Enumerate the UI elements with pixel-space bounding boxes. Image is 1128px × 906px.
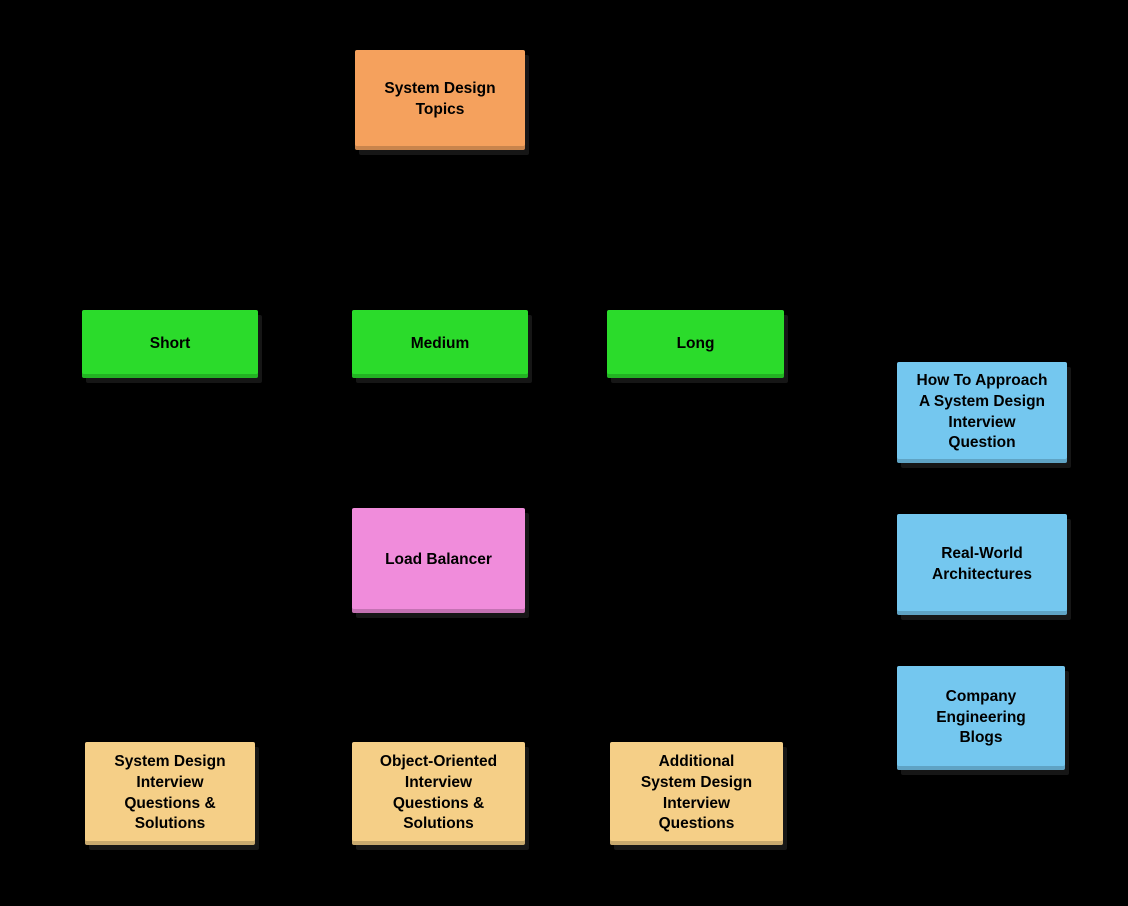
node-object-oriented-interview-questions: Object-Oriented Interview Questions & So… — [352, 742, 525, 845]
node-load-balancer-label: Load Balancer — [385, 551, 492, 569]
node-short-label: Short — [149, 334, 191, 352]
node-additional-system-design-interview-questions: Additional System Design Interview Quest… — [610, 742, 783, 845]
node-real-world-architectures-label: Real-World Architectures — [932, 544, 1032, 583]
node-long: Long — [607, 310, 784, 378]
node-object-oriented-interview-questions-label: Object-Oriented Interview Questions & So… — [379, 752, 498, 833]
node-company-engineering-blogs-label: Company Engineering Blogs — [936, 687, 1026, 747]
node-how-to-approach-interview-question: How To Approach A System Design Intervie… — [897, 362, 1067, 463]
node-load-balancer: Load Balancer — [352, 508, 525, 613]
node-long-label: Long — [676, 334, 715, 352]
node-system-design-topics-label: System Design Topics — [384, 80, 496, 118]
node-real-world-architectures: Real-World Architectures — [897, 514, 1067, 615]
node-short: Short — [82, 310, 258, 378]
node-medium-label: Medium — [410, 334, 470, 352]
node-additional-questions-label: Additional System Design Interview Quest… — [640, 752, 753, 833]
node-company-engineering-blogs: Company Engineering Blogs — [897, 666, 1065, 770]
node-system-design-interview-questions: System Design Interview Questions & Solu… — [85, 742, 255, 845]
node-system-design-topics: System Design Topics — [355, 50, 525, 150]
node-medium: Medium — [352, 310, 528, 378]
node-system-design-interview-questions-label: System Design Interview Questions & Solu… — [114, 752, 226, 833]
node-how-to-approach-label: How To Approach A System Design Intervie… — [916, 371, 1048, 452]
